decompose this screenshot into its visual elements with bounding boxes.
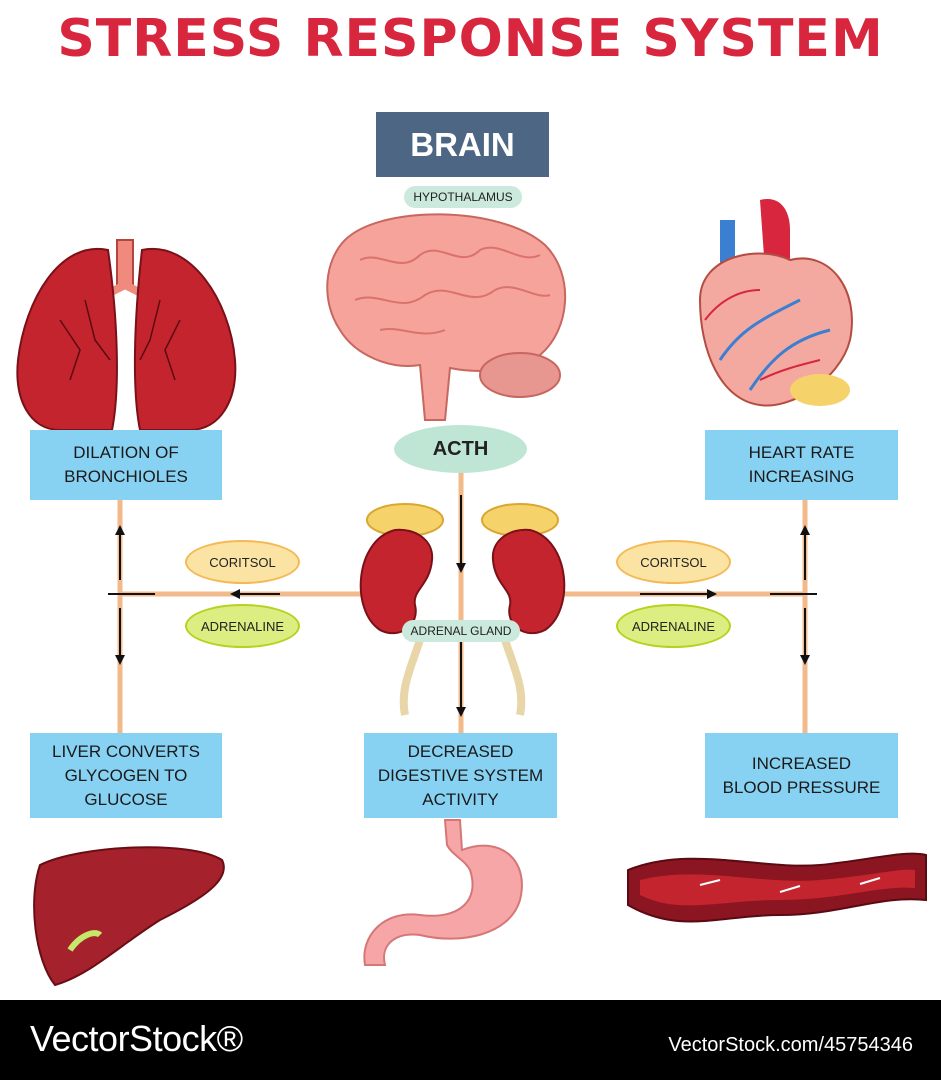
- watermark-brand: VectorStock®: [30, 1018, 243, 1059]
- effect-bronchioles-box: DILATION OF BRONCHIOLES: [30, 430, 222, 500]
- connector-lines: [117, 472, 808, 735]
- adrenaline-label-right: ADRENALINE: [616, 604, 731, 648]
- hypothalamus-label: HYPOTHALAMUS: [404, 186, 522, 208]
- stomach-illustration: [363, 819, 523, 966]
- footer-bar: VectorStock® VectorStock.com/45754346: [0, 1000, 941, 1080]
- watermark-stock-id: VectorStock.com/45754346: [668, 1034, 913, 1056]
- blood-vessel-illustration: [627, 852, 927, 923]
- adrenal-kidney-illustration: [359, 503, 566, 716]
- page-title: STRESS RESPONSE SYSTEM: [57, 9, 884, 69]
- heart-illustration: [698, 199, 853, 407]
- cortisol-label-left: CORITSOL: [185, 540, 300, 584]
- liver-illustration: [33, 846, 225, 987]
- adrenaline-label-left: ADRENALINE: [185, 604, 300, 648]
- lungs-illustration: [16, 239, 237, 431]
- effect-blood-pressure-box: INCREASED BLOOD PRESSURE: [705, 733, 898, 818]
- adrenal-gland-label: ADRENAL GLAND: [402, 620, 520, 642]
- cortisol-label-right: CORITSOL: [616, 540, 731, 584]
- effect-liver-box: LIVER CONVERTS GLYCOGEN TO GLUCOSE: [30, 733, 222, 818]
- brain-illustration: [326, 213, 566, 421]
- arrows: [108, 495, 817, 717]
- brain-label: BRAIN: [376, 112, 549, 177]
- effect-digestive-box: DECREASED DIGESTIVE SYSTEM ACTIVITY: [364, 733, 557, 818]
- acth-label: ACTH: [394, 425, 527, 473]
- effect-heart-rate-box: HEART RATE INCREASING: [705, 430, 898, 500]
